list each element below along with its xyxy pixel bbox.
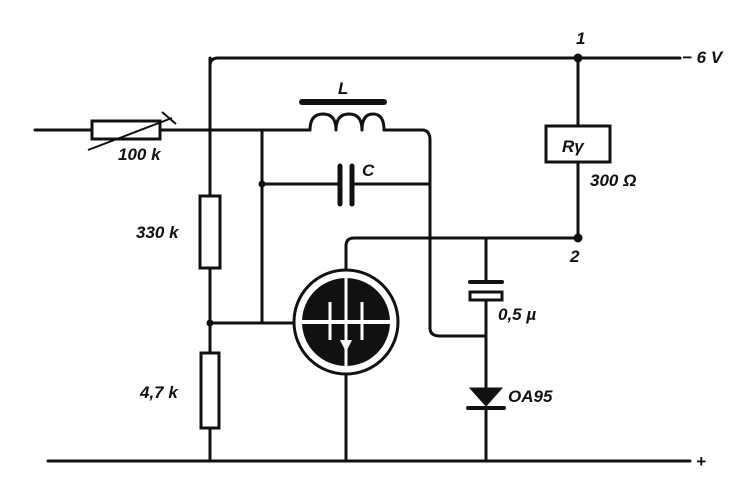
junction-node-2 <box>573 233 583 243</box>
label-supply-negative: − 6 V <box>682 48 724 67</box>
label-supply-positive: + <box>696 452 706 471</box>
inductor-right-wire <box>382 128 488 338</box>
label-relay: Rγ <box>562 137 585 156</box>
label-lower-resistor: 4,7 k <box>139 383 179 402</box>
label-inductor: L <box>338 79 348 98</box>
label-node-2: 2 <box>569 247 580 266</box>
inductor-l <box>299 99 387 132</box>
junction-node-1 <box>573 53 583 63</box>
label-node-1: 1 <box>576 29 585 48</box>
relay-coil <box>544 124 612 164</box>
label-electrolytic-cap: 0,5 µ <box>498 305 536 324</box>
label-diode: OA95 <box>508 387 553 406</box>
collector-wire <box>344 236 582 272</box>
junction-divider <box>206 319 214 327</box>
electrolytic-capacitor <box>468 280 504 302</box>
transistor <box>292 268 400 376</box>
resistor-4k7 <box>199 351 221 430</box>
resistor-330k <box>198 194 222 270</box>
diode-oa95 <box>466 387 506 410</box>
junction-tank <box>258 180 266 188</box>
label-relay-resistance: 300 Ω <box>590 171 636 190</box>
variable-resistor-100k <box>87 111 177 151</box>
label-upper-resistor: 330 k <box>136 223 180 242</box>
label-input-resistor: 100 k <box>118 145 162 164</box>
capacitor-c <box>337 163 355 207</box>
label-capacitor: C <box>362 161 375 180</box>
